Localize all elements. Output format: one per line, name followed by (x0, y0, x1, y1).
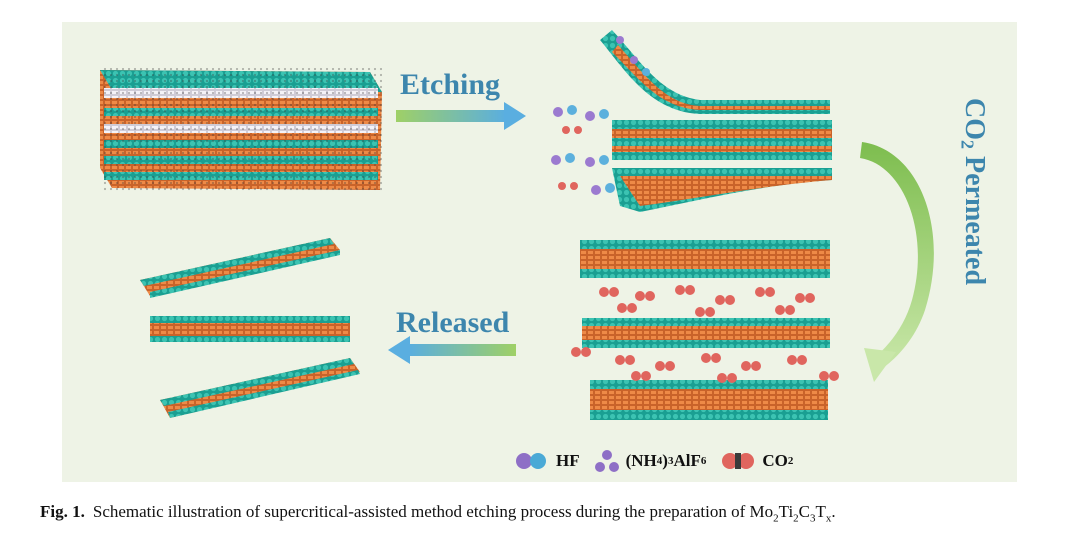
released-nanosheets (140, 238, 360, 418)
etching-arrow (396, 102, 526, 130)
etched-structure (551, 30, 832, 212)
legend-hf: HF (514, 451, 580, 471)
hf-molecule-icon (516, 453, 546, 469)
released-label: Released (396, 306, 510, 339)
permeation-arc-arrow (860, 142, 934, 382)
released-arrow (388, 336, 516, 364)
co2-permeated-label: CO2 Permeated (957, 98, 990, 286)
co2-intercalated-layers (571, 240, 839, 420)
max-phase-block (100, 68, 382, 192)
alf6-molecule-icon (594, 450, 619, 472)
etching-label: Etching (400, 68, 501, 101)
co2-molecule-icon (722, 453, 755, 469)
figure-caption: Fig. 1.Schematic illustration of supercr… (40, 502, 836, 525)
